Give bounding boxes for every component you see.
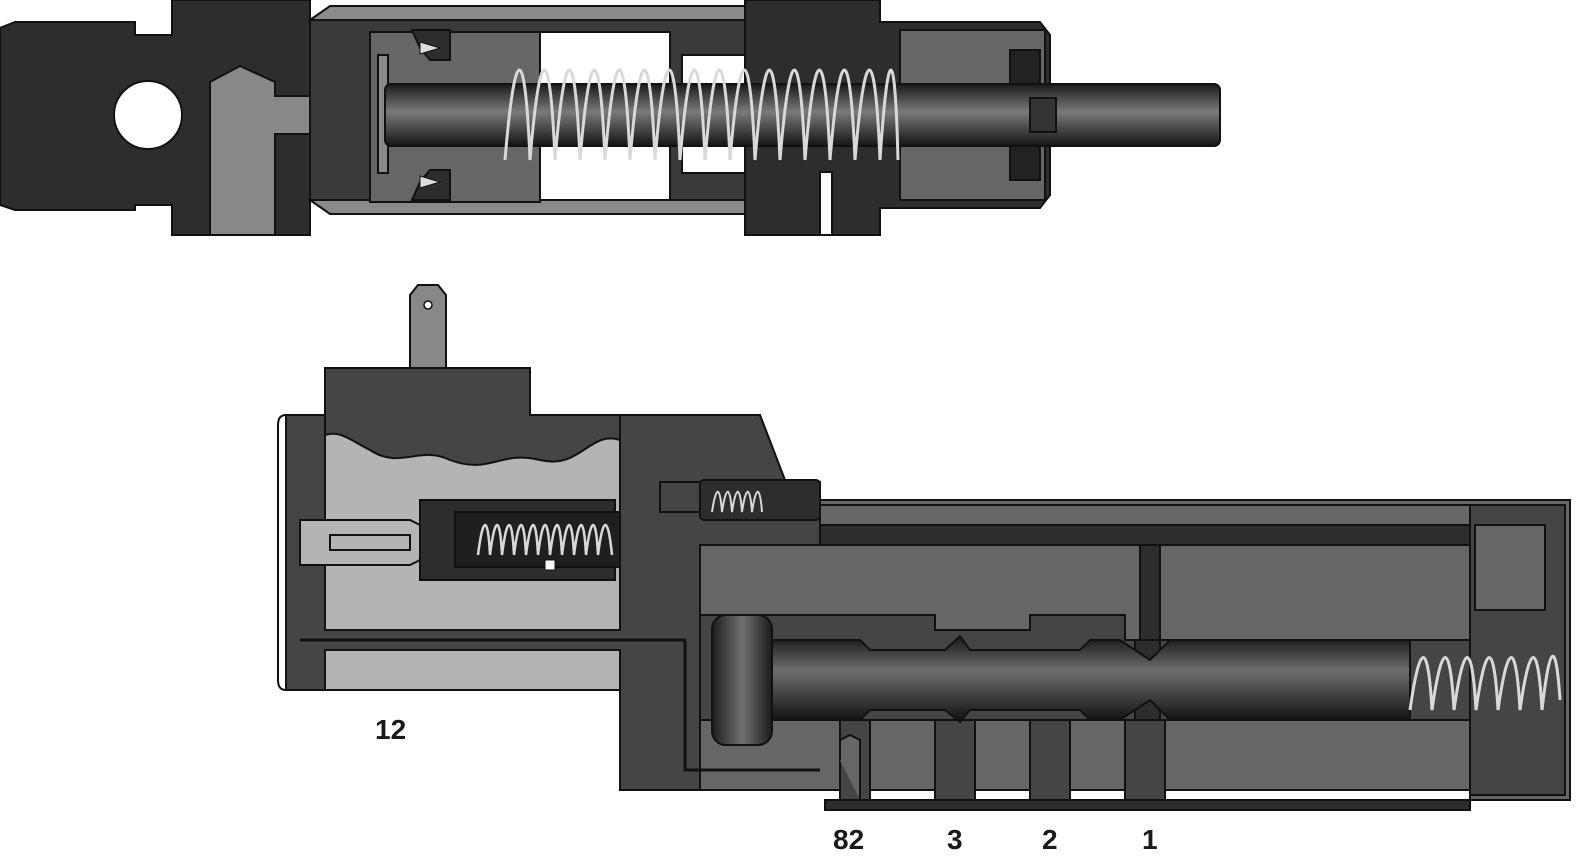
electrical-terminal-icon — [409, 284, 447, 369]
port-3-cavity — [934, 719, 976, 801]
solenoid-coil — [324, 367, 621, 466]
spring-icon — [1408, 654, 1562, 711]
spring-icon — [476, 523, 614, 556]
pilot-spool-valve-assembly — [285, 284, 1571, 811]
port-2-cavity — [1029, 719, 1071, 801]
pilot-passage — [300, 638, 820, 772]
port-3-label: 3 — [947, 824, 963, 855]
spring-icon — [503, 68, 900, 161]
spring-cylinder-assembly — [0, 0, 1221, 236]
pilot-channel-top — [819, 524, 1471, 546]
spring-icon — [711, 490, 763, 513]
pilot-port-label: 12 — [375, 714, 407, 745]
valve-piston — [711, 614, 773, 746]
port-1-cavity — [1124, 719, 1166, 801]
port-82-label: 82 — [833, 824, 865, 855]
clevis-pin-hole — [113, 80, 183, 150]
port-1-label: 1 — [1142, 824, 1158, 855]
cylinder-tube — [306, 5, 746, 21]
port-2-label: 2 — [1042, 824, 1058, 855]
spool — [769, 634, 1411, 724]
